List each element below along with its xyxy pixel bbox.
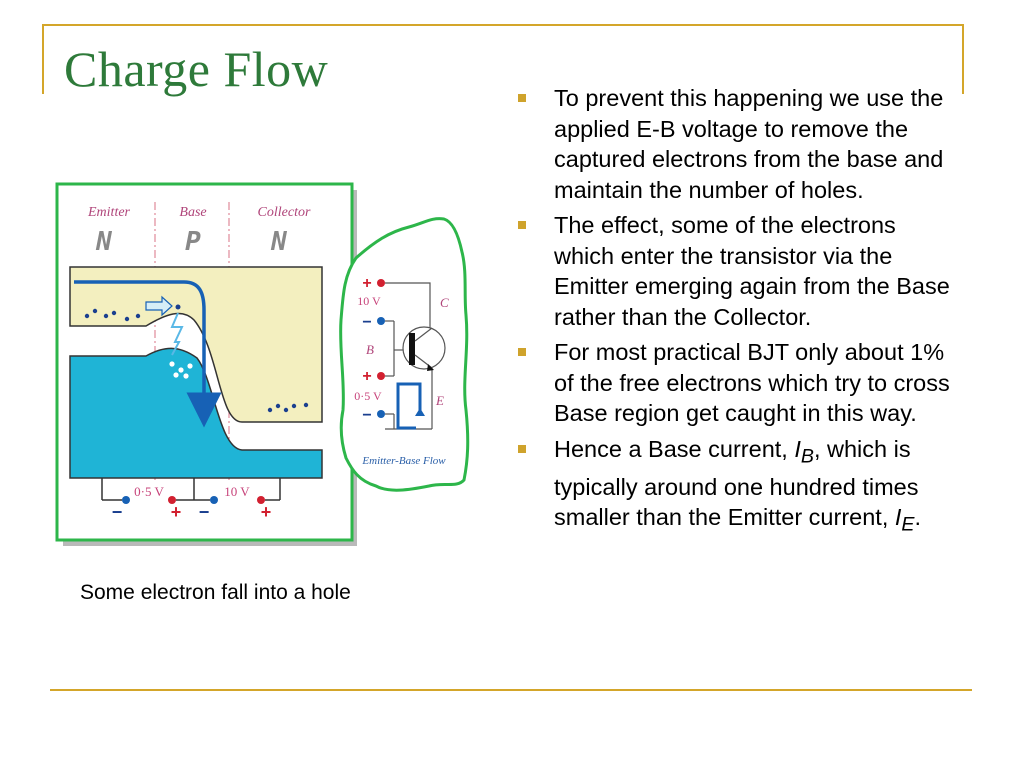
injection-arrow-icon [145,295,173,317]
bullet-item: Hence a Base current, IB, which is typic… [512,434,962,541]
region-type-collector: N [270,227,287,257]
region-label-collector: Collector [258,205,311,220]
conduction-band-upper [69,266,323,423]
square-bullet-icon [518,348,526,356]
inset-emitter-voltage: 0·5 V [354,389,382,403]
bullet-item: The effect, some of the electrons which … [512,210,962,332]
current-symbol: I [894,504,902,531]
bias-circuit [101,478,281,504]
inset-label-e: E [435,393,444,408]
top-rule [42,24,964,26]
bullet-text: To prevent this happening we use the app… [554,85,944,203]
eb-bias-voltage: 0·5 V [134,484,164,499]
left-rule [42,24,44,94]
cb-bias-voltage: 10 V [224,484,250,499]
square-bullet-icon [518,444,526,453]
eb-plus-sign: + [171,502,182,522]
bullet-text-a: Hence a Base current, [554,435,795,462]
cb-plus-sign: + [261,502,272,522]
electrons [84,304,309,413]
eb-minus-sign: − [112,502,123,522]
region-label-base: Base [179,205,206,220]
recombination-zigzag-icon [170,312,184,356]
square-bullet-icon [518,94,526,102]
inset-minus-top: − [362,314,371,331]
square-bullet-icon [518,221,526,229]
bullet-text-end: . [914,504,922,531]
bullet-text: For most practical BJT only about 1% of … [554,339,950,426]
diagram-caption: Some electron fall into a hole [80,581,351,604]
region-type-base: P [185,227,201,257]
inset-caption: Emitter-Base Flow [361,455,446,467]
bottom-rule [50,689,972,691]
inset-collector-voltage: 10 V [357,294,381,308]
slide-title: Charge Flow [64,41,329,97]
current-symbol: I [794,435,801,462]
region-type-emitter: N [95,227,112,257]
bullet-item: To prevent this happening we use the app… [512,83,962,205]
bullet-item: For most practical BJT only about 1% of … [512,337,962,429]
inset-plus-bottom: + [362,368,371,385]
inset-plus-top: + [362,275,371,292]
inset-circuit [377,279,446,430]
transistor-diagram: Emitter Base Collector N P N 0·5 V 10 V [55,182,470,546]
bullet-list: To prevent this happening we use the app… [512,83,962,545]
holes [169,361,193,379]
cb-minus-sign: − [199,502,210,522]
electron-flow-arrow [74,280,222,428]
bullet-text: The effect, some of the electrons which … [554,212,950,330]
loop-arrow-icon [396,382,422,430]
inset-label-c: C [440,295,449,310]
current-subscript: B [800,445,814,468]
inset-label-b: B [366,342,374,357]
region-label-emitter: Emitter [87,205,131,220]
current-subscript: E [901,513,915,536]
inset-minus-bottom: − [362,407,371,424]
right-rule [962,24,964,94]
bullet-text-b: , which is typically around one hundred … [554,435,919,531]
